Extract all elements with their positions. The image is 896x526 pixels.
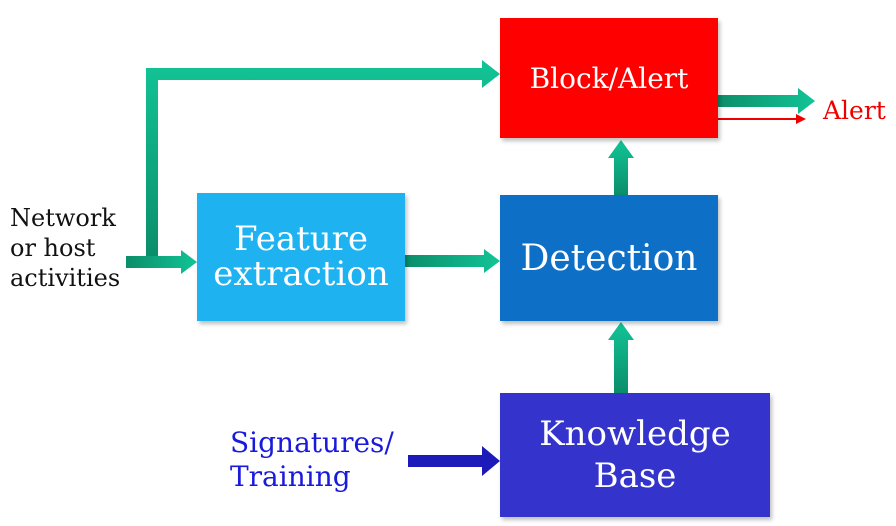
feature-extraction-label: Feature extraction: [213, 219, 389, 294]
arrow-detection-to-block: [608, 140, 634, 195]
arrow-input-to-feature: [126, 250, 197, 274]
alert-output-label: Alert: [823, 96, 886, 125]
block-alert-label: Block/Alert: [529, 61, 689, 95]
arrow-alert-output: [718, 114, 806, 124]
signatures-training-label: Signatures/ Training: [230, 426, 394, 494]
input-label-line2: or host: [10, 234, 96, 262]
feature-extraction-box: Feature extraction: [197, 193, 405, 321]
arrow-input-to-block: [146, 60, 500, 256]
arrow-feature-to-detection: [405, 249, 500, 273]
arrow-signatures-to-knowledge: [408, 446, 500, 476]
detection-box: Detection: [500, 195, 718, 321]
arrow-knowledge-to-detection: [608, 322, 634, 393]
signatures-label-line1: Signatures/: [230, 426, 394, 459]
input-label-line3: activities: [10, 264, 121, 292]
input-label-line1: Network: [10, 204, 116, 232]
knowledge-base-label: Knowledge Base: [539, 413, 731, 497]
detection-label: Detection: [520, 237, 698, 279]
signatures-label-line2: Training: [230, 460, 351, 493]
input-label: Network or host activities: [10, 203, 120, 293]
block-alert-box: Block/Alert: [500, 18, 718, 138]
arrow-block-output: [718, 88, 815, 114]
knowledge-base-box: Knowledge Base: [500, 393, 770, 517]
